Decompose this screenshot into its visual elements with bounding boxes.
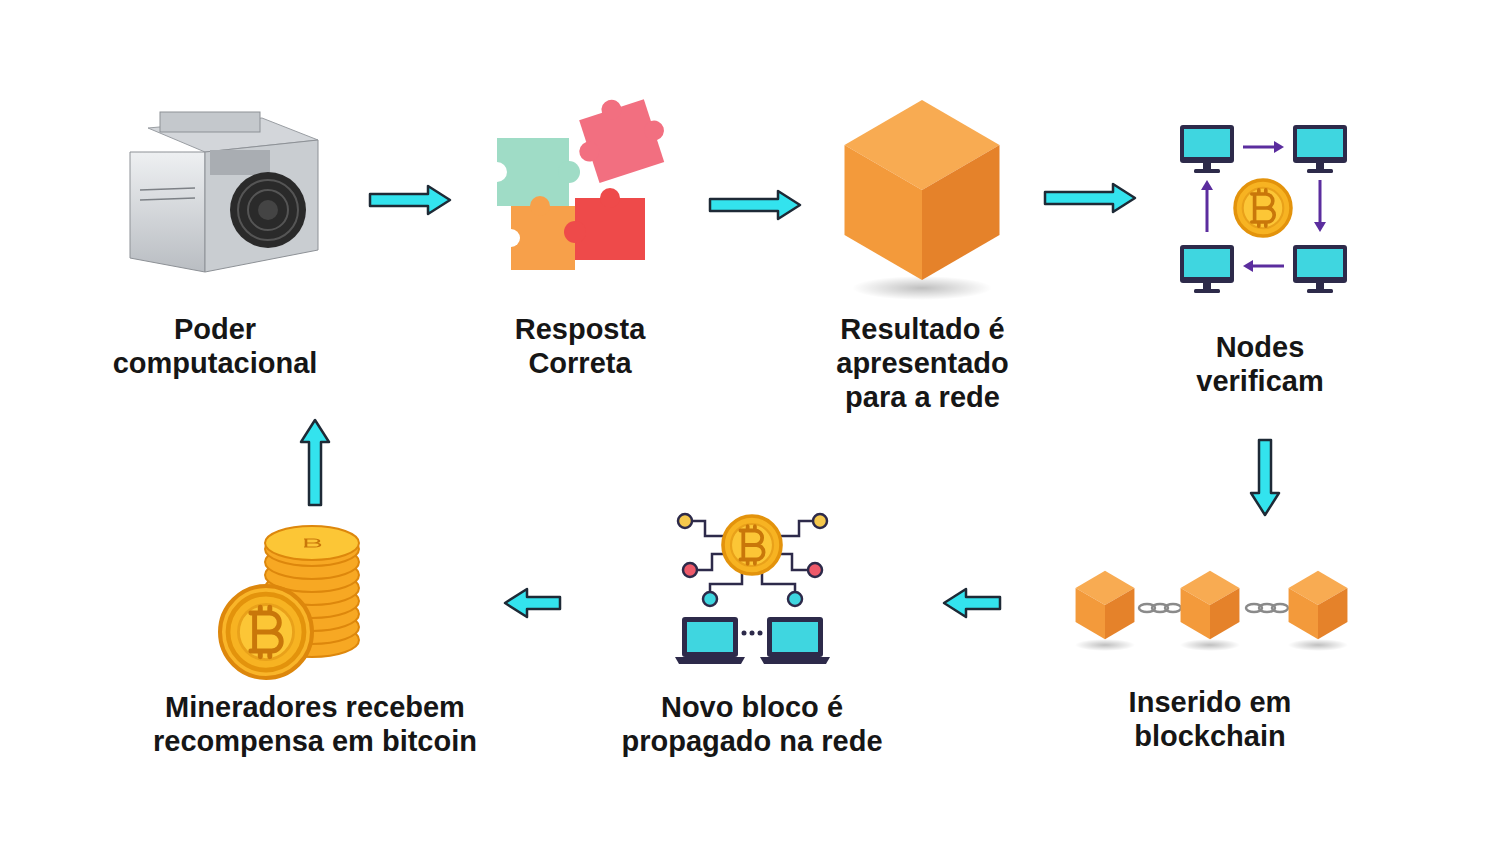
flow-arrow [370, 186, 450, 214]
step-node: Resultado é apresentado para a rede [800, 90, 1045, 425]
step-caption: Resultado é apresentado para a rede [815, 312, 1030, 415]
flow-arrow [1045, 184, 1135, 212]
flow-arrow [1251, 440, 1279, 515]
puzzle-illustration [487, 87, 674, 270]
step-caption: Novo bloco é propagado na rede [592, 690, 912, 758]
miner-illustration [130, 112, 318, 272]
step-caption: Poder computacional [95, 312, 335, 380]
coins-illustration [220, 526, 359, 678]
propagation-illustration [675, 514, 830, 664]
step-caption: Inserido em blockchain [1103, 685, 1318, 753]
step-node: Resposta Correta [450, 90, 710, 420]
block-illustration [845, 100, 1000, 300]
blockchain-illustration [1075, 571, 1348, 651]
step-caption: Resposta Correta [485, 312, 675, 380]
flow-arrow [301, 420, 329, 505]
step-caption: Nodes verificam [1165, 330, 1355, 398]
step-node: Poder computacional [60, 95, 370, 420]
step-node: Mineradores recebem recompensa em bitcoi… [125, 505, 505, 770]
step-node: Nodes verificam [1135, 110, 1385, 440]
step-node: Novo bloco é propagado na rede [560, 500, 944, 770]
flow-arrow [505, 589, 560, 617]
network-illustration [1180, 125, 1347, 293]
step-node: Inserido em blockchain [1000, 515, 1420, 765]
step-caption: Mineradores recebem recompensa em bitcoi… [130, 690, 500, 758]
flow-arrow [944, 589, 1000, 617]
flow-arrow [710, 191, 800, 219]
